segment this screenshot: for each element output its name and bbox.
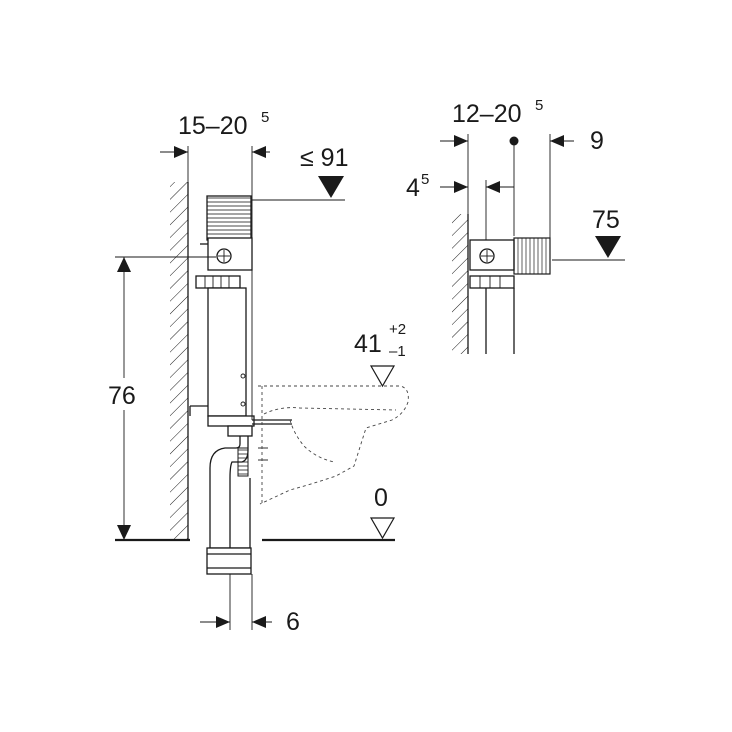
max-height-dimension: ≤ 91	[252, 144, 348, 201]
frame-height-dimension: 76	[102, 256, 216, 540]
frame-depth-label: 15–20	[178, 112, 248, 140]
side-offset-label: 9	[590, 127, 604, 155]
frame-depth-sup: 5	[261, 109, 269, 126]
main-view: 15–20 5 ≤ 91 76 41 +2 –1 0	[102, 109, 409, 636]
cistern-frame	[189, 195, 255, 427]
mounting-bolts	[252, 419, 292, 461]
wall-gap-dimension: 4 5	[406, 171, 514, 240]
bowl-height-label: 41	[354, 330, 382, 358]
side-depth-sup: 5	[535, 97, 543, 114]
max-height-label: ≤ 91	[300, 144, 348, 172]
frame-height-label: 76	[108, 382, 136, 410]
side-view: 12–20 5 9 4 5 75	[406, 97, 625, 354]
flush-height-label: 75	[592, 206, 620, 234]
bowl-height-minus: –1	[389, 343, 406, 360]
bowl-height-plus: +2	[389, 321, 406, 338]
side-depth-label: 12–20	[452, 100, 522, 128]
side-frame	[469, 237, 551, 354]
wall-gap-label: 4	[406, 174, 420, 202]
wall-gap-sup: 5	[421, 171, 429, 188]
flush-height-dimension: 75	[552, 206, 625, 261]
floor-level-label: 0	[374, 484, 388, 512]
floor-level-dimension: 0	[369, 484, 396, 540]
drain-bend	[206, 425, 253, 575]
bowl-height-dimension: 41 +2 –1	[354, 321, 406, 388]
drain-offset-dimension: 6	[200, 574, 300, 636]
side-wall	[452, 214, 469, 354]
toilet-bowl-outline	[258, 385, 409, 505]
side-offset-dimension: 9	[549, 127, 604, 238]
drain-offset-label: 6	[286, 608, 300, 636]
wall	[170, 182, 189, 540]
side-depth-dimension: 12–20 5	[440, 97, 543, 236]
frame-depth-dimension: 15–20 5	[160, 109, 270, 182]
